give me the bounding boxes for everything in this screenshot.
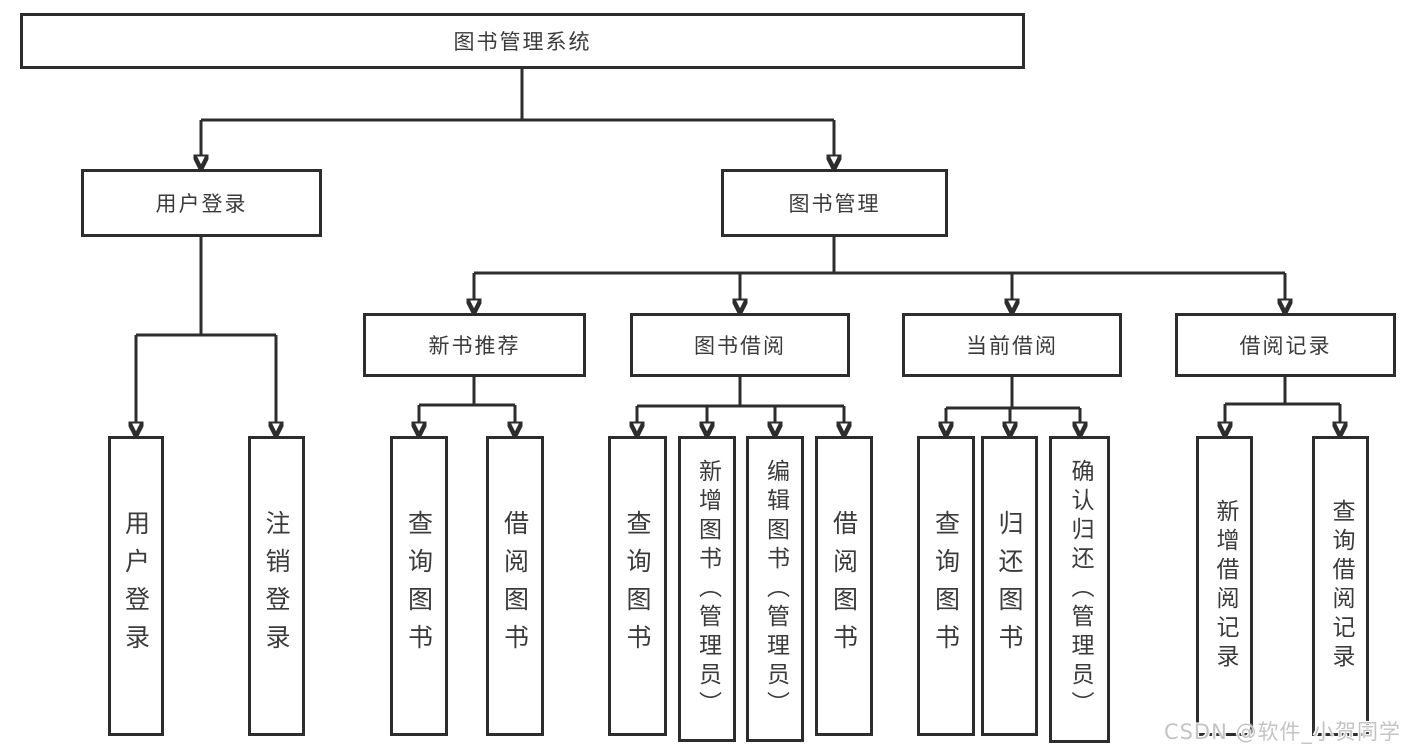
- node-label: 图书管理: [788, 192, 881, 216]
- node-label: 归还图书: [995, 510, 1024, 662]
- node-label: 确认归还（管理员）: [1067, 459, 1093, 720]
- node-label: 当前借阅: [966, 334, 1058, 358]
- leaf-confirm-return-admin: 确认归还（管理员）: [1049, 436, 1110, 743]
- leaf-return-books: 归还图书: [981, 436, 1038, 736]
- node-book-management: 图书管理: [721, 169, 948, 237]
- node-borrow-records: 借阅记录: [1175, 313, 1396, 377]
- node-label: 借阅图书: [829, 510, 859, 662]
- node-label: 查询图书: [404, 510, 434, 662]
- node-label: 注销登录: [262, 510, 291, 662]
- node-label: 新增图书（管理员）: [694, 458, 721, 720]
- leaf-logout: 注销登录: [248, 436, 305, 736]
- node-label: 查询借阅记录: [1328, 499, 1354, 673]
- leaf-borrow-books-1: 借阅图书: [486, 436, 544, 736]
- node-current-borrow: 当前借阅: [902, 313, 1122, 377]
- node-root-system: 图书管理系统: [20, 13, 1025, 69]
- leaf-query-books-1: 查询图书: [390, 436, 448, 736]
- leaf-query-books-3: 查询图书: [917, 436, 975, 736]
- node-label: 借阅记录: [1239, 334, 1332, 358]
- leaf-add-borrow-record: 新增借阅记录: [1196, 436, 1253, 736]
- node-label: 查询图书: [623, 510, 652, 662]
- node-label: 新书推荐: [428, 334, 521, 358]
- node-new-book-recommend: 新书推荐: [363, 313, 586, 377]
- node-label: 编辑图书（管理员）: [762, 458, 789, 720]
- leaf-query-borrow-record: 查询借阅记录: [1312, 436, 1369, 736]
- watermark: CSDN @软件_小贺同学: [1163, 720, 1401, 744]
- node-label: 新增借阅记录: [1212, 499, 1238, 673]
- leaf-borrow-books-2: 借阅图书: [815, 436, 873, 736]
- node-label: 借阅图书: [500, 510, 530, 662]
- node-label: 图书管理系统: [453, 30, 592, 54]
- node-label: 查询图书: [931, 510, 961, 662]
- leaf-query-books-2: 查询图书: [608, 436, 667, 736]
- node-book-borrow: 图书借阅: [630, 313, 850, 377]
- node-label: 用户登录: [155, 192, 248, 216]
- leaf-add-books-admin: 新增图书（管理员）: [678, 436, 736, 742]
- leaf-edit-books-admin: 编辑图书（管理员）: [746, 436, 804, 742]
- node-label: 用户登录: [121, 510, 151, 662]
- node-user-login: 用户登录: [81, 169, 322, 237]
- node-label: 图书借阅: [694, 334, 786, 358]
- leaf-user-login: 用户登录: [108, 436, 164, 736]
